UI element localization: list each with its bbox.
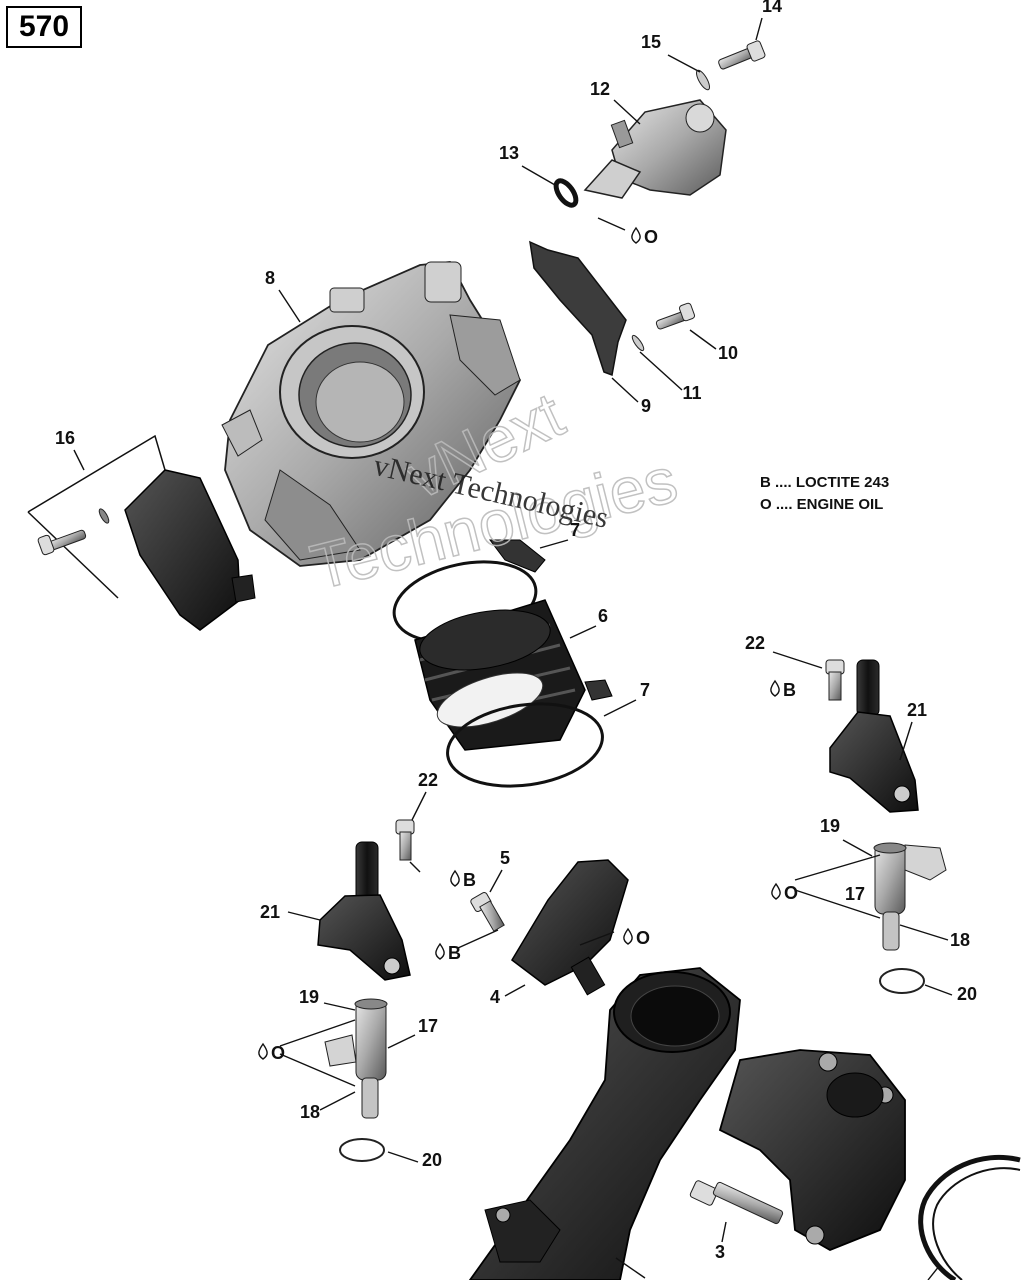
- screw-10: [655, 302, 696, 330]
- callout-c19a: 19: [820, 816, 840, 836]
- cover-16: [27, 434, 256, 631]
- fluid-code: O: [636, 928, 650, 948]
- fluid-code: B: [783, 680, 796, 700]
- callout-c20b: 20: [422, 1150, 442, 1170]
- bolt-3: [689, 1180, 784, 1225]
- callout-c3: 3: [715, 1242, 725, 1262]
- intake-boot-6: [414, 599, 586, 751]
- fluid-mark-d5: O: [623, 927, 650, 948]
- fluid-code: O: [271, 1043, 285, 1063]
- o-ring-13: [553, 178, 579, 208]
- fluid-code: B: [448, 943, 461, 963]
- fluid-code: B: [463, 870, 476, 890]
- callout-c14: 14: [762, 0, 782, 16]
- drop-icon: [258, 1042, 268, 1060]
- callout-c17a: 17: [845, 884, 865, 904]
- callout-c18b: 18: [300, 1102, 320, 1122]
- fluid-code: O: [784, 883, 798, 903]
- callout-c22a: 22: [745, 633, 765, 653]
- fluid-markers: O B B B O O O: [258, 226, 798, 1063]
- callout-c5: 5: [500, 848, 510, 868]
- page-number-badge: 570: [6, 6, 82, 48]
- idle-valve-12: [583, 99, 727, 199]
- map-sensor-4: [511, 859, 629, 996]
- adapter-plate-9: [529, 240, 627, 377]
- callout-c22b: 22: [418, 770, 438, 790]
- fluid-mark-d6: O: [771, 882, 798, 903]
- legend-loctite: B .... LOCTITE 243: [760, 474, 890, 491]
- legend-engine-oil: O .... ENGINE OIL: [760, 496, 884, 513]
- drop-icon: [623, 927, 633, 945]
- callout-c7b: 7: [640, 680, 650, 700]
- gasket-2: [918, 1154, 1021, 1280]
- washer-11: [631, 334, 645, 352]
- drop-icon: [450, 869, 460, 887]
- callout-c9: 9: [641, 396, 651, 416]
- o-ring-20-right: [879, 968, 925, 994]
- fluid-mark-d3: B: [450, 869, 476, 890]
- callout-c13: 13: [499, 143, 519, 163]
- callout-c10: 10: [718, 343, 738, 363]
- screw-22-left: [395, 819, 415, 861]
- callout-c12: 12: [590, 79, 610, 99]
- callout-c6: 6: [598, 606, 608, 626]
- injector-17-left: [324, 998, 388, 1119]
- fluid-mark-d4: B: [435, 942, 461, 963]
- callout-c11: 11: [682, 383, 701, 403]
- callout-c16: 16: [55, 428, 75, 448]
- sensor-21-left: [317, 841, 411, 981]
- callout-c20a: 20: [957, 984, 977, 1004]
- callout-labels: 14 15 12 13 8 10 11 9 16 7 6 7 22 21 22 19 5 17 21 18 4 20 19 1…: [55, 0, 977, 1262]
- o-ring-20-left: [339, 1138, 385, 1162]
- screw-14: [718, 40, 766, 70]
- fluid-legend: B .... LOCTITE 243 O .... ENGINE OIL: [760, 472, 889, 516]
- sensor-21-right: [829, 659, 919, 813]
- injector-17-right: [873, 842, 947, 951]
- fluid-mark-d7: O: [258, 1042, 285, 1063]
- screw-22-right: [825, 659, 845, 701]
- callout-c7a: 7: [570, 520, 580, 540]
- callout-c21b: 21: [260, 902, 280, 922]
- fluid-mark-d1: O: [631, 226, 658, 247]
- fluid-code: O: [644, 227, 658, 247]
- drop-icon: [631, 226, 641, 244]
- callout-c15: 15: [641, 32, 661, 52]
- drop-icon: [435, 942, 445, 960]
- callout-c19b: 19: [299, 987, 319, 1007]
- callout-c18a: 18: [950, 930, 970, 950]
- callout-c8: 8: [265, 268, 275, 288]
- drop-icon: [770, 679, 780, 697]
- clamp-7-lower: [446, 679, 613, 788]
- throttle-body-8: [221, 261, 522, 567]
- washer-15: [696, 69, 710, 91]
- callout-c21a: 21: [907, 700, 927, 720]
- screw-5: [470, 892, 505, 932]
- fluid-mark-d2: B: [770, 679, 796, 700]
- leader-lines: [73, 17, 953, 1280]
- callout-c17b: 17: [418, 1016, 438, 1036]
- drop-icon: [771, 882, 781, 900]
- intake-manifold-1: [468, 967, 906, 1280]
- callout-c4: 4: [490, 987, 500, 1007]
